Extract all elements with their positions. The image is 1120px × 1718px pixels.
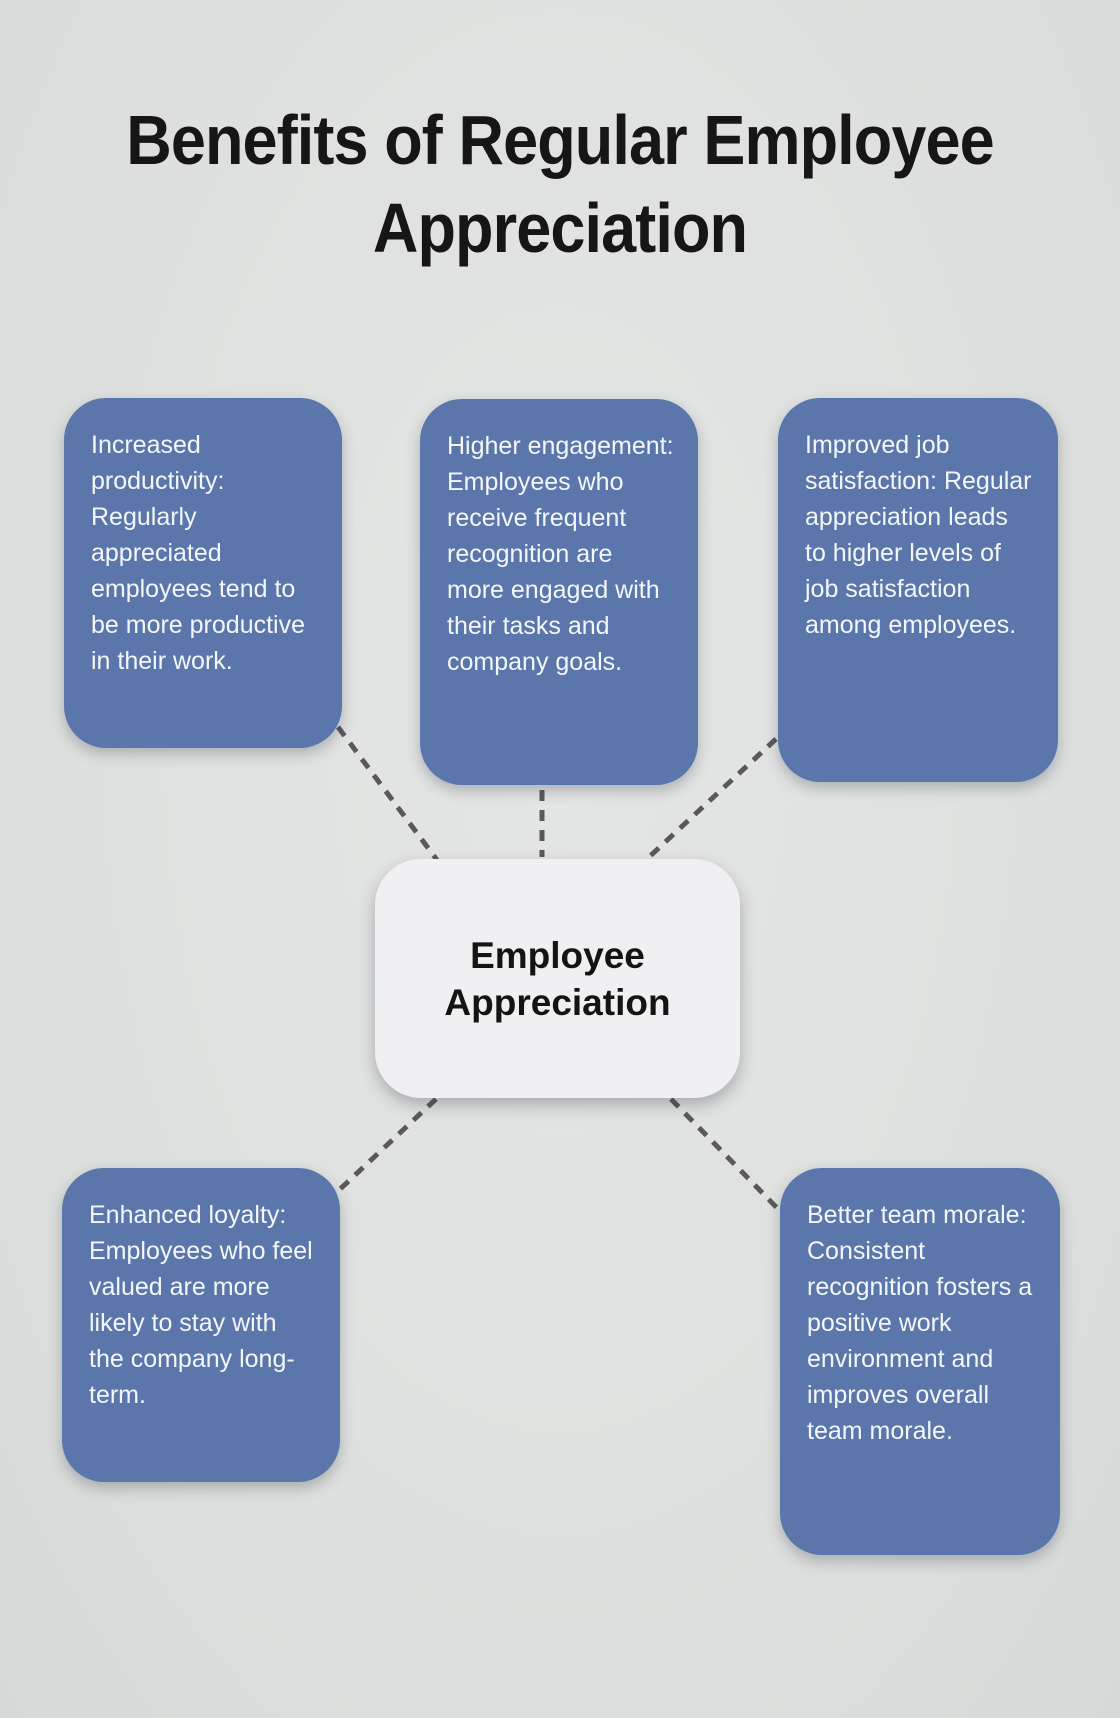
node-enhanced-loyalty: Enhanced loyalty: Employees who feel val… (62, 1168, 340, 1482)
central-node-label: Employee Appreciation (444, 934, 671, 1023)
node-better-team-morale: Better team morale: Consistent recogniti… (780, 1168, 1060, 1555)
node-higher-engagement: Higher engagement: Employees who receive… (420, 399, 698, 785)
connector-top-left (335, 725, 440, 862)
node-improved-job-satisfaction: Improved job satisfaction: Regular appre… (778, 398, 1058, 782)
node-increased-productivity: Increased productivity: Regularly apprec… (64, 398, 342, 748)
connector-bottom-right (669, 1097, 783, 1214)
central-node: Employee Appreciation (375, 859, 740, 1098)
connector-top-right (646, 737, 778, 860)
connector-bottom-left (335, 1097, 438, 1194)
page-title: Benefits of Regular Employee Appreciatio… (126, 101, 994, 267)
